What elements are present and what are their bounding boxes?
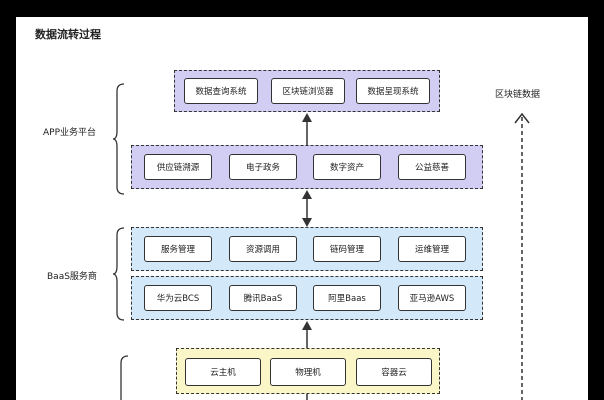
node-huawei-bcs: 华为云BCS	[144, 285, 212, 311]
diagram-canvas: 数据流转过程 ▮▮▮▮ ▮▮ 数据查询系统 区块链浏览器 数据呈现系统 供应链溯…	[16, 17, 588, 400]
arrow-infra-to-baas	[302, 321, 312, 348]
diagram-title: 数据流转过程	[35, 28, 101, 41]
arrow-app-to-top	[302, 113, 312, 145]
node-ops-management: 运维管理	[398, 236, 466, 262]
arrow-baas-app-bidirectional	[302, 190, 312, 227]
node-physical-machine: 物理机	[270, 358, 346, 386]
node-public-welfare: 公益慈善	[398, 154, 466, 180]
infra-layer-group: 云主机 物理机 容器云	[176, 348, 440, 394]
node-data-presentation-system: 数据呈现系统	[356, 78, 430, 104]
connector-below-infra	[306, 394, 308, 400]
node-blockchain-browser: 区块链浏览器	[271, 78, 345, 104]
app-layer-brace	[112, 83, 125, 195]
app-layer-group: 供应链溯源 电子政务 数字资产 公益慈善	[131, 145, 483, 189]
baas-vendors-group: 华为云BCS 腾讯BaaS 阿里Baas 亚马逊AWS	[131, 276, 483, 320]
blockchain-data-dashed-arrow	[514, 112, 530, 400]
node-data-query-system: 数据查询系统	[184, 78, 258, 104]
blockchain-data-label: 区块链数据	[495, 90, 541, 100]
node-digital-assets: 数字资产	[313, 154, 381, 180]
app-layer-label: APP业务平台	[43, 128, 97, 138]
node-amazon-aws: 亚马逊AWS	[398, 285, 466, 311]
node-cloud-host: 云主机	[185, 358, 261, 386]
node-supply-chain-tracing: 供应链溯源	[144, 154, 212, 180]
node-container-cloud: 容器云	[356, 358, 432, 386]
node-chaincode-management: 链码管理	[313, 236, 381, 262]
top-layer-group: 数据查询系统 区块链浏览器 数据呈现系统	[174, 70, 440, 112]
baas-layer-brace	[112, 227, 125, 321]
node-resource-invocation: 资源调用	[229, 236, 297, 262]
node-service-management: 服务管理	[144, 236, 212, 262]
baas-services-group: 服务管理 资源调用 链码管理 运维管理	[131, 227, 483, 271]
node-e-government: 电子政务	[229, 154, 297, 180]
infra-layer-brace	[120, 355, 129, 400]
node-ali-baas: 阿里Baas	[313, 285, 381, 311]
node-tencent-baas: 腾讯BaaS	[229, 285, 297, 311]
baas-layer-label: BaaS服务商	[47, 272, 97, 282]
